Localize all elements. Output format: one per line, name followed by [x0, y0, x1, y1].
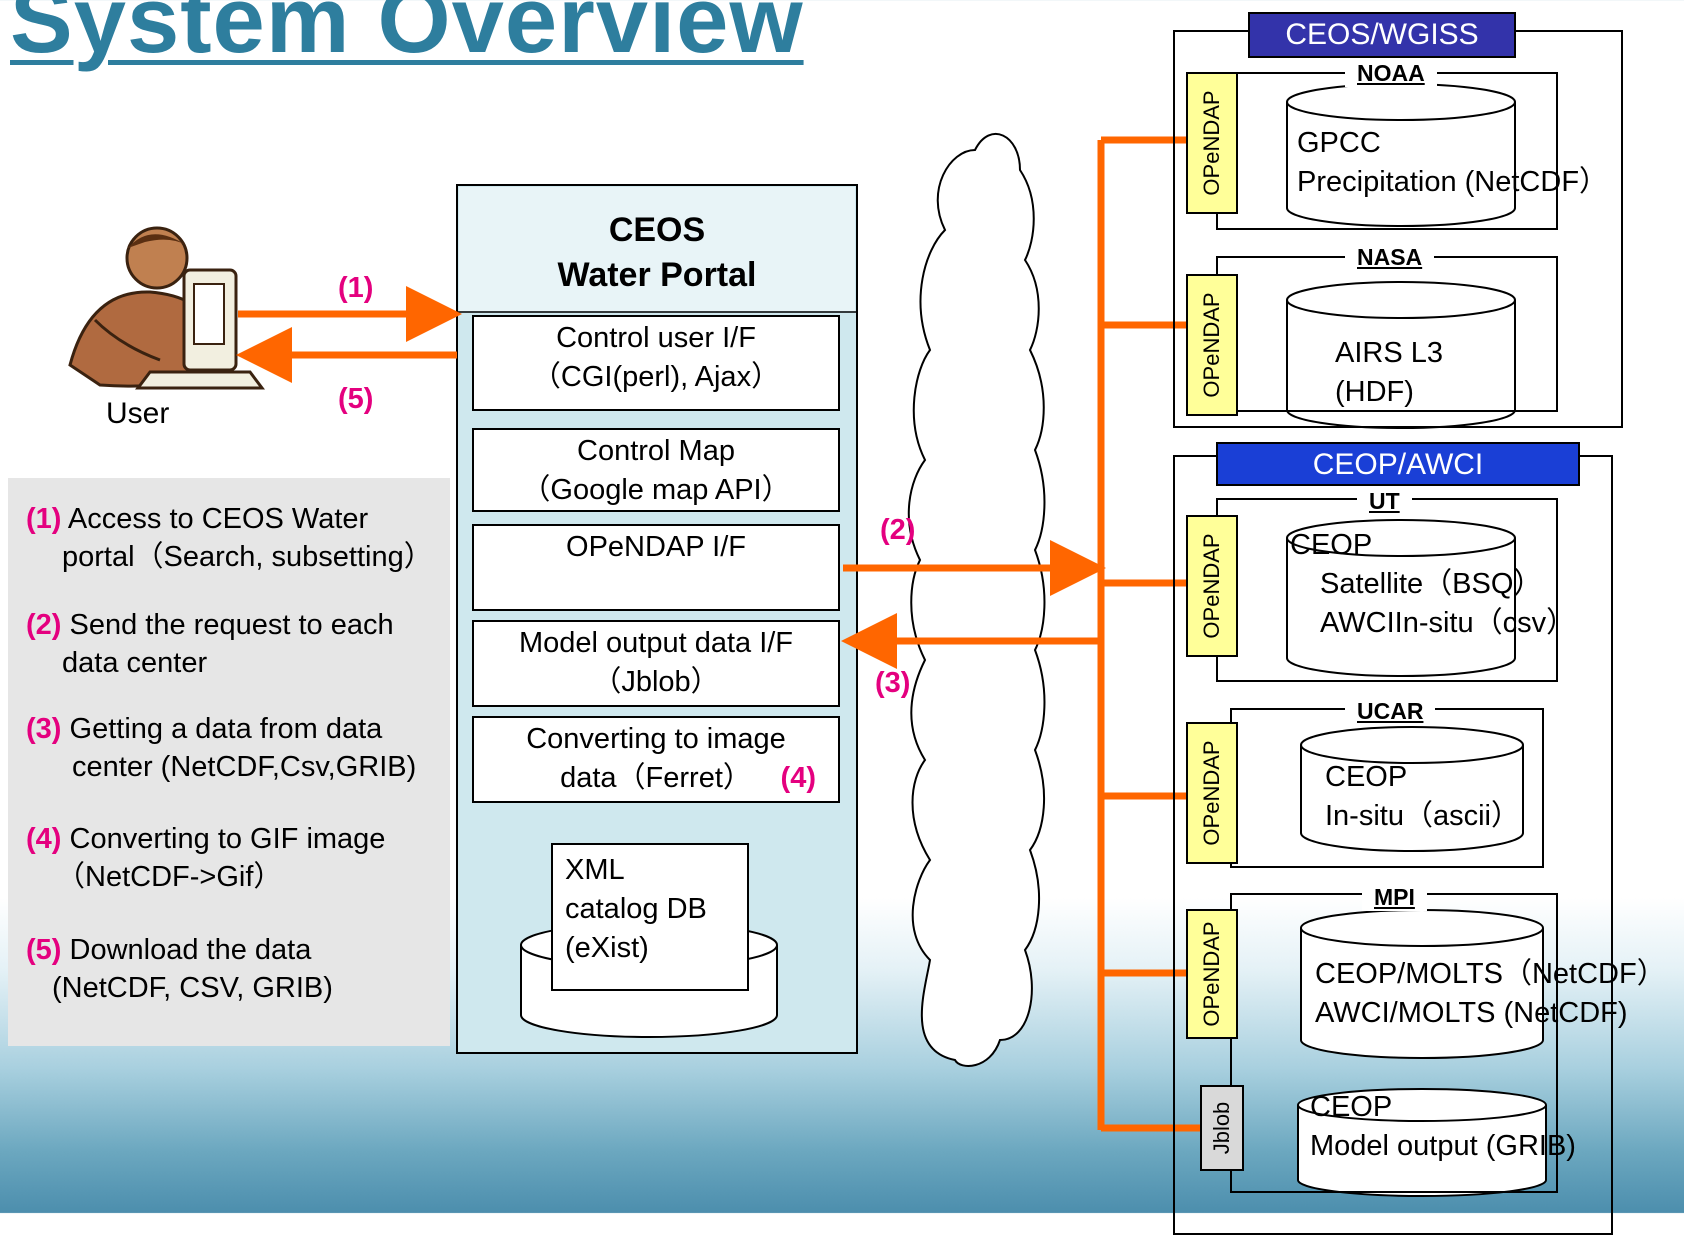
opendap-tab: OPeNDAP: [1186, 274, 1238, 416]
db-line: catalog DB: [565, 893, 707, 925]
module-line: Control Map: [577, 435, 735, 467]
dataset-ucar: CEOP In-situ（ascii）: [1325, 758, 1520, 836]
module-line: （CGI(perl), Ajax）: [531, 361, 781, 393]
tab-label: Jblob: [1209, 1101, 1234, 1155]
step-3-label: (3): [875, 667, 911, 699]
legend-text: (NetCDF, CSV, GRIB): [52, 972, 333, 1004]
dataset-line: Model output (GRIB): [1310, 1130, 1576, 1162]
dataset-line: AWCIIn-situ（csv）: [1320, 607, 1576, 639]
user-label: User: [106, 397, 170, 430]
module-line-row: data（Ferret） (4): [474, 759, 838, 798]
dataset-line: In-situ（ascii）: [1325, 800, 1520, 832]
dataset-mpi: CEOP/MOLTS（NetCDF） AWCI/MOLTS (NetCDF): [1315, 955, 1666, 1033]
legend-item-1: (1) Access to CEOS Water portal（Search, …: [26, 500, 433, 576]
user-figure: [68, 226, 265, 390]
dataset-line: GPCC: [1297, 127, 1381, 159]
legend-item-2: (2) Send the request to each data center: [26, 606, 394, 682]
opendap-tab: OPeNDAP: [1186, 909, 1238, 1039]
dataset-line: (HDF): [1335, 376, 1414, 408]
opendap-tab: OPeNDAP: [1186, 515, 1238, 657]
xml-catalog-db: XML catalog DB (eXist): [551, 843, 749, 991]
legend-item-5: (5) Download the data (NetCDF, CSV, GRIB…: [26, 931, 333, 1007]
opendap-tab: OPeNDAP: [1186, 72, 1238, 214]
opendap-tab: OPeNDAP: [1186, 722, 1238, 864]
dataset-line: CEOP: [1310, 1091, 1393, 1123]
center-noaa-label: NOAA: [1345, 60, 1437, 87]
dataset-noaa: GPCC Precipitation (NetCDF）: [1297, 124, 1608, 202]
step-1-label: (1): [338, 272, 374, 304]
dataset-line: CEOP: [1325, 761, 1408, 793]
cylinder-nasa: [1286, 281, 1516, 429]
legend-item-4: (4) Converting to GIF image （NetCDF->Gif…: [26, 820, 385, 896]
dataset-line: CEOP/MOLTS（NetCDF）: [1315, 958, 1666, 990]
tab-label: OPeNDAP: [1199, 921, 1224, 1027]
portal-title-line2: Water Portal: [557, 256, 757, 294]
legend-panel: (1) Access to CEOS Water portal（Search, …: [8, 478, 450, 1046]
dataset-nasa: AIRS L3 (HDF): [1335, 334, 1443, 412]
legend-text: portal（Search, subsetting）: [62, 541, 433, 573]
module-line: data（Ferret）: [560, 762, 752, 794]
page-title: System Overview: [10, 0, 804, 72]
legend-item-3: (3) Getting a data from data center (Net…: [26, 710, 416, 786]
portal-title-line1: CEOS: [608, 211, 706, 249]
module-line: Model output data I/F: [518, 627, 794, 659]
legend-num: (3): [26, 713, 62, 745]
dataset-model-output: CEOP Model output (GRIB): [1310, 1088, 1576, 1166]
module-control-map: Control Map （Google map API）: [472, 428, 840, 512]
legend-text: Access to CEOS Water: [67, 503, 369, 535]
dataset-ut: CEOP Satellite（BSQ） AWCIIn-situ（csv）: [1290, 526, 1575, 643]
module-control-user-if: Control user I/F （CGI(perl), Ajax）: [472, 315, 840, 411]
center-ut-label: UT: [1357, 488, 1412, 515]
portal-title: CEOS Water Portal: [459, 208, 855, 298]
module-line: Converting to image: [526, 723, 786, 755]
module-model-output-if: Model output data I/F （Jblob）: [472, 620, 840, 707]
dataset-line: Precipitation (NetCDF）: [1297, 166, 1609, 198]
dataset-line: AWCI/MOLTS (NetCDF): [1315, 997, 1628, 1029]
module-line: （Google map API）: [521, 474, 791, 506]
db-line: XML: [565, 854, 625, 886]
legend-num: (5): [26, 934, 62, 966]
cylinder-ucar: [1300, 726, 1524, 852]
legend-text: data center: [62, 647, 208, 679]
cylinder-mpi: [1300, 909, 1544, 1059]
tab-label: OPeNDAP: [1199, 533, 1224, 639]
jblob-tab: Jblob: [1200, 1085, 1244, 1171]
module-line: （Jblob）: [592, 666, 720, 698]
cylinder-ut: [1286, 519, 1516, 677]
step-5-label: (5): [338, 383, 374, 415]
dataset-line: CEOP: [1290, 529, 1373, 561]
step-2-label: (2): [880, 514, 916, 546]
center-nasa-label: NASA: [1345, 244, 1435, 271]
network-cloud: [907, 132, 1046, 1067]
cylinder-model: [1297, 1088, 1547, 1197]
module-line: Control user I/F: [556, 322, 756, 354]
legend-num: (1): [26, 503, 62, 535]
tab-label: OPeNDAP: [1199, 740, 1224, 846]
legend-text: Download the data: [69, 934, 312, 966]
db-line: (eXist): [565, 932, 649, 964]
module-image-converter: Converting to image data（Ferret） (4): [472, 716, 840, 803]
group-awci-label: CEOP/AWCI: [1216, 442, 1580, 486]
legend-text: Send the request to each: [69, 609, 394, 641]
cylinder-noaa: [1286, 83, 1516, 227]
legend-text: center (NetCDF,Csv,GRIB): [72, 751, 417, 783]
legend-text: （NetCDF->Gif）: [56, 861, 283, 893]
center-ucar-label: UCAR: [1345, 698, 1436, 725]
tab-label: OPeNDAP: [1199, 90, 1224, 196]
module-opendap-if: OPeNDAP I/F: [472, 524, 840, 611]
module-line: OPeNDAP I/F: [566, 531, 746, 563]
dataset-line: AIRS L3: [1335, 337, 1443, 369]
group-wgiss-label: CEOS/WGISS: [1248, 12, 1516, 58]
tab-label: OPeNDAP: [1199, 292, 1224, 398]
dataset-line: Satellite（BSQ）: [1320, 568, 1543, 600]
legend-num: (4): [26, 823, 62, 855]
legend-num: (2): [26, 609, 62, 641]
center-mpi-label: MPI: [1362, 884, 1427, 911]
legend-text: Converting to GIF image: [69, 823, 386, 855]
step-4-label: (4): [780, 762, 816, 794]
legend-text: Getting a data from data: [69, 713, 383, 745]
